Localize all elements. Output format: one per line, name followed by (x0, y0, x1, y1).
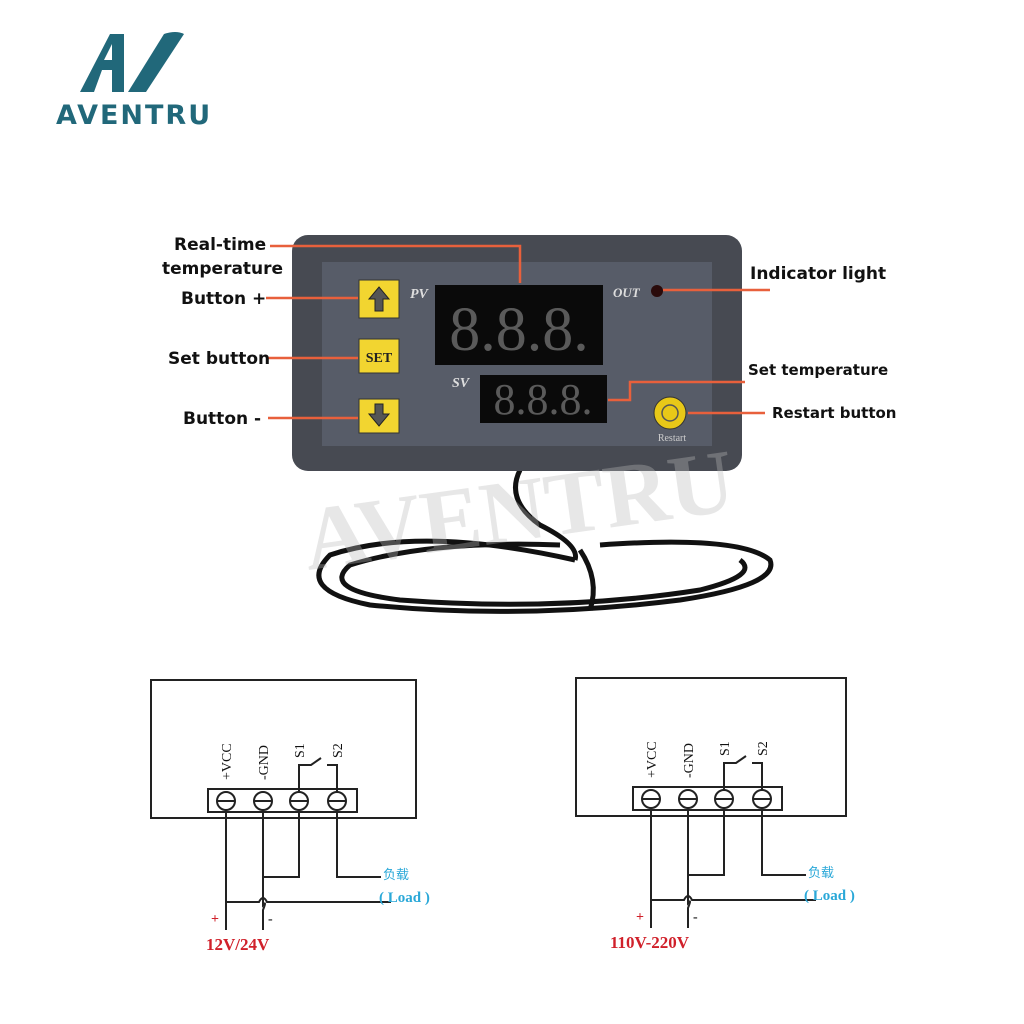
pv-display (435, 285, 603, 365)
wiring-diagrams: +VCC -GND S1 S2 负载 ( Load ) + - 12V/24V +VCC -GND… (150, 677, 855, 954)
terminal-label-1: -GND (682, 743, 697, 778)
terminal-label-0: +VCC (645, 741, 660, 778)
down-button[interactable] (358, 398, 400, 434)
arrow-up-icon (367, 286, 391, 312)
load-cn-label: 负载 (383, 867, 409, 882)
pv-digits: 8.8.8. (449, 296, 589, 364)
sv-display (480, 375, 607, 423)
terminal-label-2: S1 (718, 741, 733, 756)
wire-s2-load (761, 808, 806, 876)
terminal-label-2: S1 (293, 743, 308, 758)
callout-indicator-light: Indicator light (750, 264, 887, 284)
wire-s2-load (336, 810, 381, 878)
supply-voltage-label: 12V/24V (206, 935, 270, 954)
arrow-down-icon (367, 403, 391, 427)
sv-label: SV (452, 376, 471, 391)
terminal-label-1: -GND (257, 745, 272, 780)
terminal-label-0: +VCC (220, 743, 235, 780)
controller-box (575, 677, 847, 817)
callout-restart-button: Restart button (772, 404, 897, 422)
load-en-label: ( Load ) (804, 888, 855, 904)
sv-digits: 8.8.8. (494, 375, 593, 424)
callout-realtime-2: temperature (162, 259, 284, 279)
terminal-label-3: S2 (331, 743, 346, 758)
load-en-label: ( Load ) (379, 890, 430, 906)
callout-realtime-1: Real-time (174, 235, 267, 255)
indicator-light (651, 285, 663, 297)
sensor-cable (316, 468, 774, 614)
wire-supply-load (651, 895, 816, 901)
plus-label: + (211, 912, 219, 927)
minus-label: - (268, 912, 273, 927)
svg-text:Restart: Restart (658, 433, 687, 444)
terminal-strip (207, 788, 358, 813)
wire-gnd (262, 810, 300, 930)
relay-switch (723, 755, 763, 790)
up-button[interactable] (358, 279, 400, 319)
svg-text:SET: SET (366, 351, 393, 366)
callout-set-temperature: Set temperature (748, 361, 889, 379)
callout-lines (266, 244, 770, 420)
supply-voltage-label: 110V-220V (610, 933, 690, 952)
callout-button-plus: Button + (181, 289, 267, 309)
out-label: OUT (613, 285, 641, 300)
brand-name: AVENTRU (56, 100, 213, 131)
controller-box (150, 679, 417, 819)
callout-button-minus: Button - (183, 409, 262, 429)
pv-label: PV (410, 287, 430, 302)
terminal-strip (632, 786, 783, 811)
wiring-diagram-mains: +VCC -GND S1 S2 负载 ( Load ) + -110V-220V (575, 677, 855, 952)
thermostat-device: 8.8.8. 8.8.8. PV SV OUT SET Restart AVEN… (266, 235, 774, 614)
terminal-label-3: S2 (756, 741, 771, 756)
set-key[interactable]: SET (358, 338, 400, 374)
restart-key[interactable]: Restart (653, 396, 687, 444)
relay-switch (298, 757, 338, 792)
plus-label: + (636, 910, 644, 925)
wiring-diagram-low-voltage: +VCC -GND S1 S2 负载 ( Load ) + - 12V/24V (150, 679, 430, 954)
minus-label: - (693, 910, 698, 925)
wire-supply-load (226, 897, 391, 903)
aventru-logo-mark (80, 32, 184, 92)
wire-gnd (687, 808, 725, 928)
callout-set-button: Set button (168, 349, 271, 369)
load-cn-label: 负载 (808, 865, 834, 880)
